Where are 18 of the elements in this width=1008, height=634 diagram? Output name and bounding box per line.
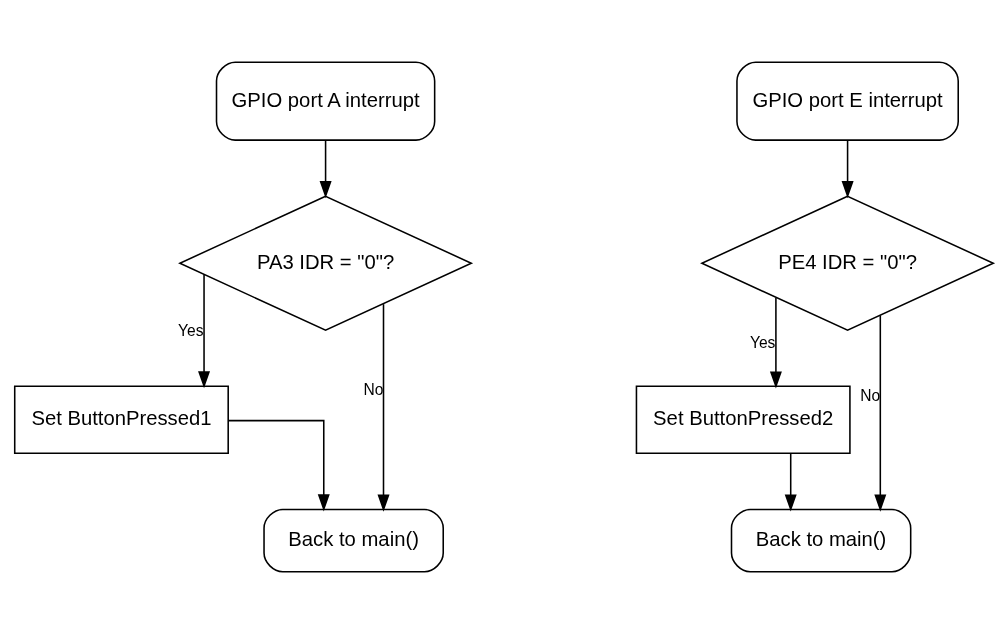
arrow [227, 419, 330, 512]
edge-label: No [860, 386, 881, 404]
edge-label: No [363, 381, 384, 399]
node-box: GPIO port A interrupt [215, 61, 436, 141]
arrow [319, 139, 332, 199]
node-box: Set ButtonPressed1 [13, 385, 229, 455]
node-box: Back to main() [263, 508, 444, 573]
node-box: Set ButtonPressed2 [635, 385, 851, 455]
edge-label: Yes [749, 333, 776, 351]
arrow [198, 273, 211, 389]
arrow [769, 297, 782, 389]
arrow [874, 314, 887, 512]
node-diamond: PE4 IDR = "0"? [700, 195, 996, 332]
node-box: GPIO port E interrupt [736, 61, 959, 141]
node-box: Back to main() [730, 508, 912, 573]
arrow [841, 139, 854, 199]
arrow [377, 303, 390, 512]
arrow [784, 452, 797, 512]
